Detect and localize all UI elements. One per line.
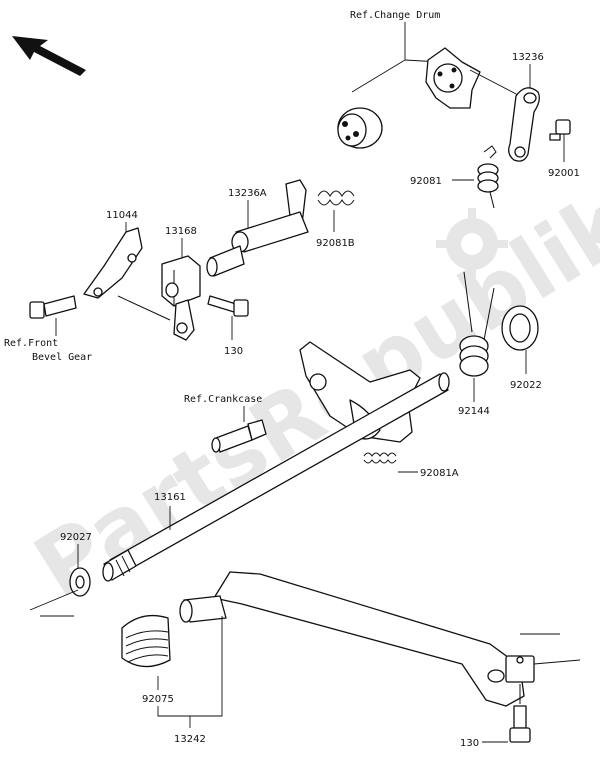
part-11044-label: 11044 [106,210,138,221]
shift-cam [425,47,481,109]
change-drum-ref: Ref.Change Drum [337,10,481,149]
spring-92081A: 92081A [363,452,459,479]
bolt-130-lower: 130 [460,684,531,749]
watermark-gear-icon [436,208,508,280]
part-92075-label: 92075 [142,694,174,705]
ref-bevel-gear-label: Bevel Gear [32,352,92,363]
part-13161-label: 13161 [154,492,186,503]
part-92027-label: 92027 [60,532,92,543]
positioning-lever: 13236 [469,52,544,162]
ref-front-label: Ref.Front [4,338,58,349]
shift-arm-shaft: 13236A [206,179,309,277]
ref-change-drum-label: Ref.Change Drum [350,10,440,21]
part-13236A-label: 13236A [228,188,267,199]
front-bevel-gear-ref: Ref.Front Bevel Gear [4,295,92,363]
bracket-11044: 11044 [83,210,171,321]
group-13242: 13242 [157,616,223,745]
ref-crankcase-label: Ref.Crankcase [184,394,262,405]
washer-92022: 92022 [501,305,542,391]
spring-92081: 92081 [410,145,499,209]
shift-pedal-13242 [179,571,581,707]
part-92081-label: 92081 [410,176,442,187]
lever-13168: 13168 [161,226,201,341]
crankcase-ref: Ref.Crankcase [184,394,267,453]
direction-arrow-icon [12,36,86,76]
part-92144-label: 92144 [458,406,490,417]
watermark: PartsRepublik [18,172,600,617]
part-13242-label: 13242 [174,734,206,745]
part-13236-label: 13236 [512,52,544,63]
pedal-rubber-92075: 92075 [121,614,174,705]
part-92001-label: 92001 [548,168,580,179]
change-drum-end [337,107,383,149]
spring-92081B: 92081B [316,190,355,249]
part-130-bottom-label: 130 [460,738,479,749]
bolt-130-upper: 130 [207,295,249,357]
part-130-top-label: 130 [224,346,243,357]
shift-shaft-13161: 13161 [102,341,450,582]
part-13168-label: 13168 [165,226,197,237]
part-92081A-label: 92081A [420,468,459,479]
bolt-92001: 92001 [548,119,580,179]
watermark-text: PartsRepublik [18,172,600,617]
part-92081B-label: 92081B [316,238,355,249]
spring-92144: 92144 [458,271,495,417]
washer-92027: 92027 [29,532,92,617]
part-92022-label: 92022 [510,380,542,391]
